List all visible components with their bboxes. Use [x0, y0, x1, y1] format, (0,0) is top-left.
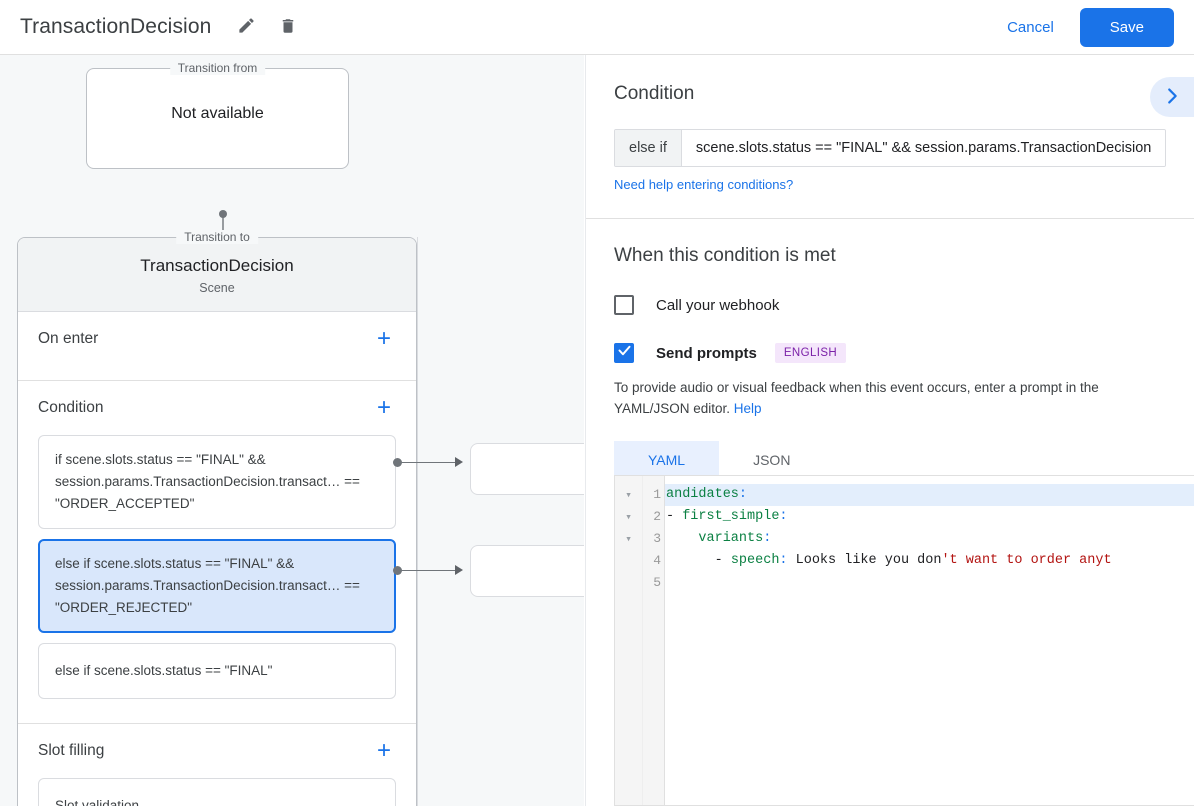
fold-toggle-icon[interactable]: ▾ [625, 490, 632, 502]
branch-target-card-accepted[interactable] [470, 443, 584, 495]
trash-icon [279, 17, 297, 38]
condition-item-selected[interactable]: else if scene.slots.status == "FINAL" &&… [38, 539, 396, 633]
code-line[interactable]: - speech: Looks like you don't want to o… [665, 550, 1194, 572]
code-token: Looks like you don [795, 553, 942, 568]
transition-from-group: Transition from Not available [86, 61, 349, 169]
code-line[interactable]: andidates: [665, 484, 1194, 506]
app-header: TransactionDecision Cancel Save [0, 0, 1194, 55]
code-token: variants [698, 531, 764, 546]
add-on-enter-button[interactable]: + [372, 327, 396, 351]
condition-prefix-label: else if [615, 130, 682, 166]
transition-to-legend: Transition to [176, 230, 258, 244]
code-token: : [738, 487, 748, 502]
fold-toggle-icon [615, 550, 642, 572]
editor-fold-gutter: ▾ ▾ ▾ [615, 476, 643, 805]
pencil-icon [237, 16, 256, 38]
chevron-right-icon [1161, 85, 1183, 110]
section-header: Condition + [38, 381, 396, 435]
add-condition-button[interactable]: + [372, 396, 396, 420]
line-number: 2 [653, 509, 661, 524]
section-header: Slot filling + [38, 724, 396, 778]
fold-toggle-icon[interactable]: ▾ [625, 512, 632, 524]
prompt-hint-body: To provide audio or visual feedback when… [614, 380, 1099, 416]
prompt-help-link[interactable]: Help [733, 401, 762, 416]
editor-code-area[interactable]: andidates:- first_simple: variants: - sp… [665, 476, 1194, 805]
line-number: 1 [653, 487, 661, 502]
save-button[interactable]: Save [1079, 7, 1174, 47]
scene-card-header[interactable]: Transition to TransactionDecision Scene [18, 230, 416, 312]
scene-type: Scene [199, 281, 235, 295]
webhook-row: Call your webhook [614, 295, 1166, 315]
condition-input-row: else if [614, 129, 1166, 167]
transition-from-value: Not available [171, 105, 264, 122]
section-on-enter: On enter + [18, 312, 416, 381]
language-badge: ENGLISH [774, 343, 847, 363]
send-prompts-label: Send prompts [656, 344, 757, 362]
section-title-on-enter: On enter [38, 330, 99, 347]
code-token: : [763, 531, 772, 546]
header-actions: Cancel Save [993, 7, 1194, 47]
code-token: : [779, 553, 796, 568]
transition-from-box[interactable]: Transition from Not available [86, 61, 349, 169]
code-token: speech [730, 553, 780, 568]
condition-input[interactable] [681, 130, 1165, 166]
checkmark-icon [617, 343, 632, 363]
line-number: 4 [653, 553, 661, 568]
send-prompts-row: Send prompts ENGLISH [614, 343, 1166, 363]
call-webhook-checkbox[interactable] [614, 295, 634, 315]
line-number: 3 [653, 531, 661, 546]
code-token: andidates [666, 487, 739, 502]
code-line[interactable] [665, 572, 1194, 594]
condition-heading: Condition [614, 83, 695, 104]
tab-json[interactable]: JSON [719, 441, 824, 479]
condition-help-link[interactable]: Need help entering conditions? [614, 177, 794, 192]
canvas-column-divider [417, 237, 418, 806]
section-condition: Condition + if scene.slots.status == "FI… [18, 381, 416, 724]
section-header: On enter + [38, 312, 396, 366]
delete-button[interactable] [271, 10, 305, 44]
call-webhook-label: Call your webhook [656, 296, 780, 314]
fold-toggle-icon [615, 572, 642, 594]
fold-toggle-icon[interactable]: ▾ [625, 534, 632, 546]
send-prompts-checkbox[interactable] [614, 343, 634, 363]
code-line[interactable]: variants: [665, 528, 1194, 550]
when-condition-met-section: When this condition is met Call your web… [586, 219, 1194, 479]
edit-title-button[interactable] [229, 10, 263, 44]
condition-header-section: Condition else if Need help entering con… [586, 55, 1194, 219]
when-condition-heading: When this condition is met [614, 245, 836, 266]
code-token: - [666, 553, 731, 568]
section-title-slot-filling: Slot filling [38, 742, 105, 759]
prompt-hint-text: To provide audio or visual feedback when… [614, 377, 1166, 419]
slot-validation-item[interactable]: Slot validation [38, 778, 396, 806]
transition-from-legend: Transition from [169, 61, 266, 75]
cancel-button[interactable]: Cancel [993, 10, 1068, 45]
expand-panel-button[interactable] [1150, 77, 1194, 117]
tab-yaml[interactable]: YAML [614, 441, 720, 479]
condition-item[interactable]: if scene.slots.status == "FINAL" && sess… [38, 435, 396, 529]
section-slot-filling: Slot filling + Slot validation [18, 724, 416, 806]
section-title-condition: Condition [38, 399, 104, 416]
editor-line-numbers: 1 2 3 4 5 [643, 476, 665, 805]
branch-target-card-rejected[interactable] [470, 545, 584, 597]
scene-name: TransactionDecision [140, 256, 294, 275]
condition-detail-panel: Condition else if Need help entering con… [585, 55, 1194, 806]
line-number: 5 [653, 575, 661, 590]
code-token [666, 531, 698, 546]
code-line[interactable]: - first_simple: [665, 506, 1194, 528]
page-title: TransactionDecision [20, 15, 212, 38]
editor-format-tabs: YAML JSON [614, 441, 1166, 479]
add-slot-filling-button[interactable]: + [372, 739, 396, 763]
condition-item[interactable]: else if scene.slots.status == "FINAL" [38, 643, 396, 699]
scene-card: Transition to TransactionDecision Scene … [17, 230, 417, 806]
code-token: : [779, 509, 788, 524]
flow-canvas: Transition from Not available Transition… [0, 55, 584, 806]
code-token: first_simple [682, 509, 780, 524]
code-token: - [666, 509, 683, 524]
code-token: 't want to order anyt [941, 553, 1112, 568]
